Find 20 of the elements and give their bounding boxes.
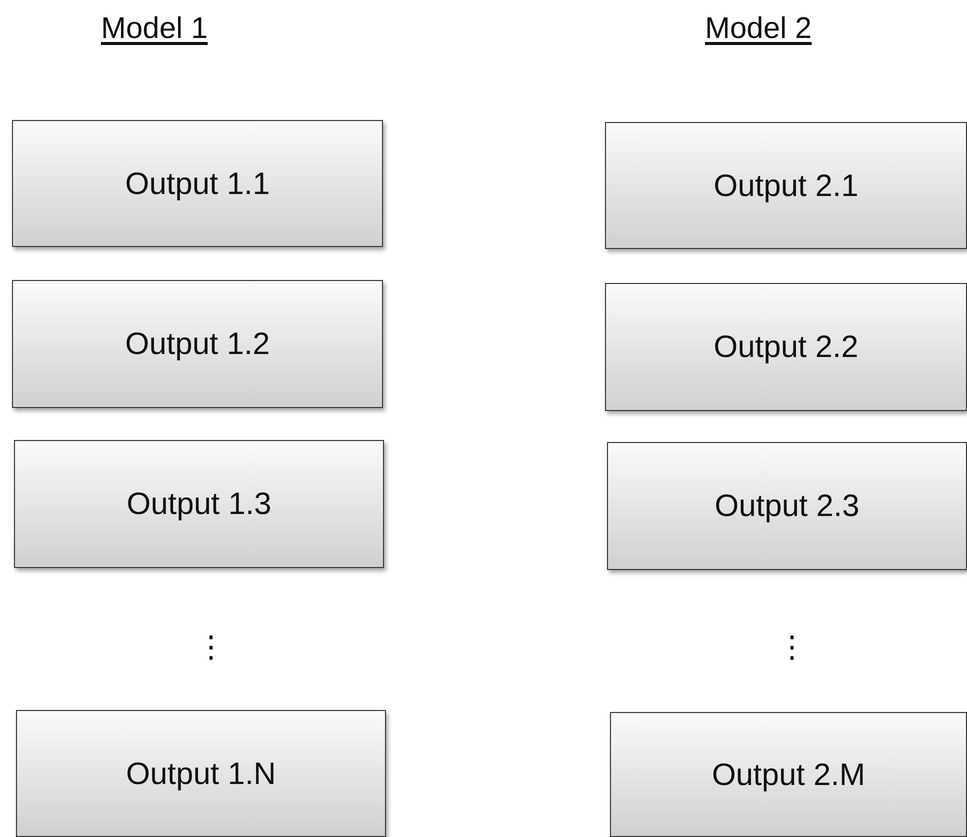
box-label: Output 2.M [712,756,866,792]
output-box [12,120,383,247]
ellipsis: ⋮ [196,630,226,665]
output-box [610,712,967,837]
box-label: Output 1.3 [126,486,272,522]
output-box [605,283,967,411]
output-box [16,710,386,837]
output-box [605,122,967,249]
box-label: Output 2.3 [714,488,860,524]
box-label: Output 2.1 [714,168,858,204]
output-box [14,440,384,568]
box-label: Output 1.N [126,756,276,792]
box-label: Output 1.1 [125,166,270,202]
ellipsis: ⋮ [777,630,807,665]
output-box [607,442,967,570]
column-heading: Model 1 [101,12,208,46]
output-box [12,280,383,408]
box-label: Output 1.2 [125,326,270,362]
column-heading: Model 2 [705,12,812,46]
box-label: Output 2.2 [714,329,858,365]
